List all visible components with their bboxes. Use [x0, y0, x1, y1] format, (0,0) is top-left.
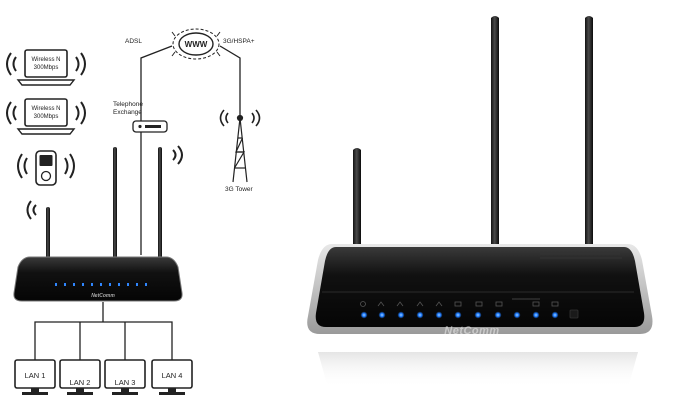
led-9	[513, 311, 521, 319]
connection-lines	[34, 45, 241, 360]
diagram-router-antenna-right	[158, 147, 162, 259]
www-label: WWW	[185, 40, 208, 49]
led-6	[454, 311, 462, 319]
router-wifi-right-icon	[172, 145, 183, 165]
3g-label: 3G/HSPA+	[223, 38, 255, 45]
led-4	[416, 311, 424, 319]
laptop-2	[6, 98, 86, 135]
adsl-label: ADSL	[125, 38, 142, 45]
laptop-1	[6, 49, 86, 86]
telephone-exchange-device	[132, 120, 168, 133]
router-vents	[540, 253, 622, 259]
lan-monitor-1	[14, 359, 56, 395]
router-body	[315, 247, 645, 327]
lan-monitor-3	[104, 359, 146, 395]
tower-label: 3G Tower	[225, 186, 254, 193]
led-7	[474, 311, 482, 319]
3g-line	[219, 45, 241, 118]
router-wifi-left-icon	[26, 200, 37, 220]
lan-monitor-4	[151, 359, 193, 395]
antenna-middle	[491, 16, 499, 248]
diagram-router-leds	[55, 283, 147, 286]
lan-monitor-2	[59, 359, 101, 395]
diagram-router-brand: NetComm	[91, 293, 115, 299]
lan-1-label: LAN 1	[25, 371, 46, 380]
laptop-2-label-line1: Wireless N	[31, 106, 60, 112]
laptop-1-label-line1: Wireless N	[31, 57, 60, 63]
router-leds	[360, 309, 579, 319]
lan-4-label: LAN 4	[162, 371, 183, 380]
led-1	[360, 311, 368, 319]
led-2	[378, 311, 386, 319]
diagram-labels: ADSL WWW 3G/HSPA+ Telephone Exchange 3G …	[25, 38, 255, 387]
router-antennas	[353, 16, 593, 250]
router-reflection	[318, 352, 638, 388]
adsl-line	[140, 45, 173, 255]
led-11	[551, 311, 559, 319]
www-cloud	[171, 28, 221, 60]
led-8	[494, 311, 502, 319]
lan-2-label: LAN 2	[70, 378, 91, 387]
antenna-right	[585, 16, 593, 248]
cell-tower-icon	[219, 109, 261, 183]
led-3	[397, 311, 405, 319]
lan-bus-line	[34, 321, 173, 340]
laptop-2-label-line2: 300Mbps	[34, 114, 59, 120]
router-status-icons	[360, 298, 559, 307]
router-product-photo: NetComm	[307, 16, 653, 388]
diagram-group	[6, 28, 261, 395]
exchange-label-line1: Telephone	[113, 101, 143, 108]
exchange-label-line2: Exchange	[113, 109, 142, 116]
media-player-icon	[17, 150, 75, 186]
led-5	[435, 311, 443, 319]
router-brand-logo: NetComm	[444, 325, 499, 337]
laptop-1-label-line2: 300Mbps	[34, 65, 59, 71]
diagram-router: NetComm	[13, 147, 183, 302]
led-10	[532, 311, 540, 319]
diagram-router-antenna-left	[46, 207, 50, 259]
antenna-left	[353, 148, 361, 250]
diagram-router-antenna-middle	[113, 147, 117, 259]
wps-button	[569, 309, 579, 319]
lan-3-label: LAN 3	[115, 378, 136, 387]
